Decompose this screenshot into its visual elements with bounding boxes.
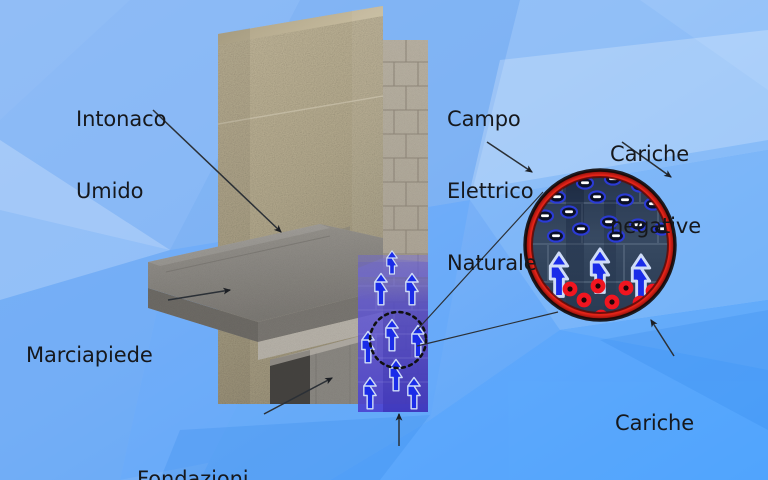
leader-cariche-positive xyxy=(650,319,675,357)
label-risalita-capillare: Risalita Capillare xyxy=(322,449,496,480)
foundation-block xyxy=(270,330,383,404)
leader-zoom-upper xyxy=(416,191,544,331)
label-intonaco-umido: Intonaco Umido xyxy=(76,106,167,203)
leader-intonaco-umido xyxy=(152,109,282,233)
label-cariche-negative: Cariche negative xyxy=(610,141,702,238)
negative-charges xyxy=(532,177,668,243)
leader-campo-elettrico xyxy=(486,141,533,173)
zoom-selection-circle xyxy=(368,310,428,370)
label-campo-elettrico-naturale: Campo Elettrico Naturale xyxy=(447,106,537,275)
label-cariche-positive: Cariche positive xyxy=(615,410,695,435)
leader-marciapiede xyxy=(167,287,232,301)
label-marciapiede: Marciapiede xyxy=(26,342,153,367)
leader-fondazioni xyxy=(263,377,333,415)
sidewalk-slab xyxy=(148,224,383,360)
leader-zoom-lower xyxy=(416,311,559,347)
magnified-detail xyxy=(523,168,677,322)
capillary-rise-arrows xyxy=(361,250,425,410)
label-fondazioni: Fondazioni xyxy=(137,466,249,480)
leader-cariche-negative xyxy=(621,141,672,178)
